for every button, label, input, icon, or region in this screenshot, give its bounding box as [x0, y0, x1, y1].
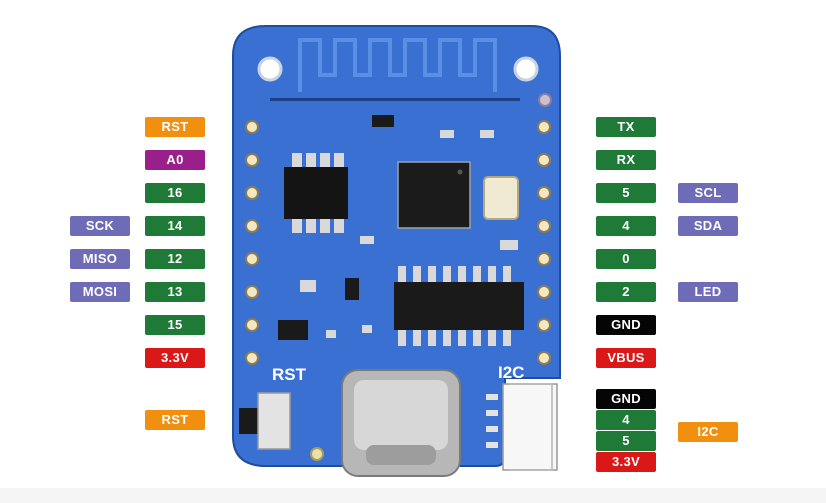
alt-label-sda: SDA	[678, 216, 738, 236]
i2c-group-label: I2C	[678, 422, 738, 442]
right-pin-2: 2	[596, 282, 656, 302]
reset-button-label: RST	[145, 410, 205, 430]
silk-rst: RST	[272, 365, 307, 384]
bottom-strip	[0, 488, 826, 503]
left-pin-12: 12	[145, 249, 205, 269]
alt-label-led: LED	[678, 282, 738, 302]
right-pin-4: 4	[596, 216, 656, 236]
crystal	[483, 176, 519, 220]
pcb	[232, 25, 561, 467]
alt-label-sck: SCK	[70, 216, 130, 236]
mounting-hole	[257, 56, 283, 82]
right-header	[537, 120, 551, 365]
right-pin-0: 0	[596, 249, 656, 269]
alt-label-mosi: MOSI	[70, 282, 130, 302]
right-pin-vbus: VBUS	[596, 348, 656, 368]
via-row	[270, 98, 520, 101]
voltage-regulator-chip	[284, 153, 348, 233]
left-pin-16: 16	[145, 183, 205, 203]
usb-c-connector[interactable]	[341, 369, 461, 477]
fiducial	[538, 93, 552, 107]
i2c-connector	[486, 383, 558, 471]
alt-label-miso: MISO	[70, 249, 130, 269]
alt-label-scl: SCL	[678, 183, 738, 203]
i2c-pin-3v3: 3.3V	[596, 452, 656, 472]
left-pin-a0: A0	[145, 150, 205, 170]
reset-button[interactable]	[239, 392, 291, 450]
left-header	[245, 120, 259, 365]
silk-i2c: I2C	[498, 363, 524, 382]
mounting-hole	[513, 56, 539, 82]
right-pin-5: 5	[596, 183, 656, 203]
right-pin-tx: TX	[596, 117, 656, 137]
left-pin-15: 15	[145, 315, 205, 335]
i2c-pin-5: 5	[596, 431, 656, 451]
left-pin-14: 14	[145, 216, 205, 236]
i2c-pin-gnd: GND	[596, 389, 656, 409]
left-pin-13: 13	[145, 282, 205, 302]
esp8266-chip	[397, 161, 471, 229]
left-pin-3v3: 3.3V	[145, 348, 205, 368]
fiducial	[310, 447, 324, 461]
usb-serial-chip	[394, 266, 524, 346]
right-pin-gnd: GND	[596, 315, 656, 335]
right-pin-rx: RX	[596, 150, 656, 170]
i2c-pin-4: 4	[596, 410, 656, 430]
antenna-trace	[298, 38, 497, 92]
smd-components	[278, 115, 518, 340]
left-pin-rst: RST	[145, 117, 205, 137]
